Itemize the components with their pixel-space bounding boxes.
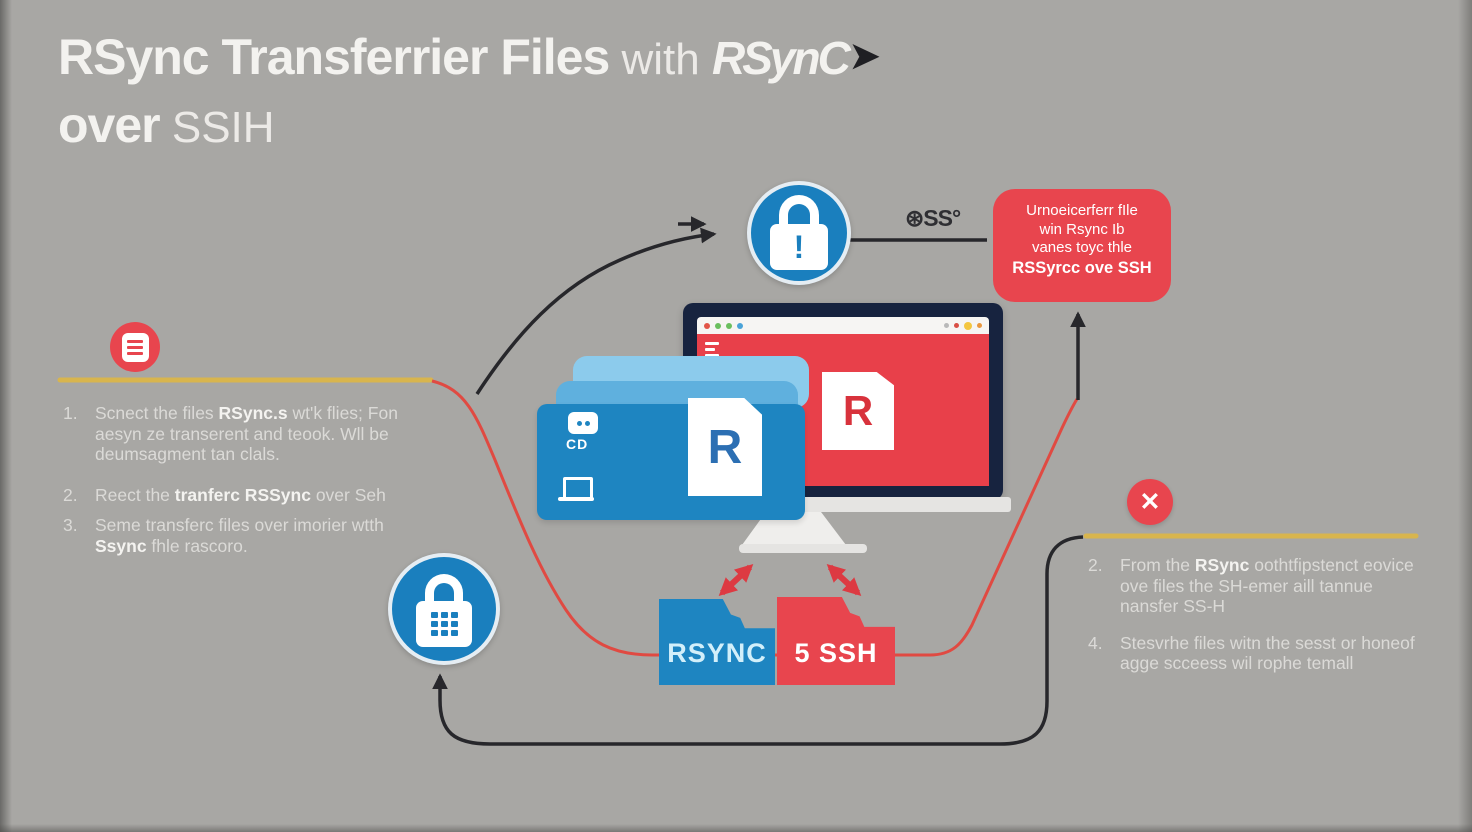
bubble-line: Urnoeicerferr fIle <box>1026 202 1138 219</box>
item-text: Scnect the files RSync.s wt'k flies; Fon… <box>95 403 398 464</box>
document-icon: R <box>688 398 762 496</box>
item-number: 4. <box>1088 632 1103 653</box>
padlock-exclamation-icon: ! <box>747 181 851 285</box>
edge-shade <box>0 824 1472 832</box>
exclamation-glyph: ! <box>793 228 805 265</box>
padlock-keypad-icon <box>388 553 500 665</box>
screen-list-glyph <box>705 342 719 345</box>
cd-icon-label: CD <box>566 436 589 452</box>
list-item: 2. Reect the tranferc RSSync over Seh <box>63 485 435 506</box>
item-text: Seme transferc files over imorier wtth S… <box>95 515 384 556</box>
item-text: Stesvrhe files witn the sesst or honeof … <box>1120 632 1415 674</box>
step-list-left: 1. Scnect the files RSync.s wt'k flies; … <box>63 403 435 576</box>
window-control-icon <box>704 322 710 329</box>
ssh-folder-label: 5 SSH <box>794 638 878 668</box>
list-item: 4. Stesvrhe files witn the sesst or hone… <box>1088 633 1422 674</box>
document-letter: R <box>707 420 743 474</box>
edge-shade <box>1458 0 1472 832</box>
toolbar-icon <box>964 321 972 330</box>
padlock-body <box>416 600 472 647</box>
document-icon: R <box>822 372 894 450</box>
window-control-icon <box>715 322 721 329</box>
item-number: 2. <box>1088 555 1103 575</box>
step-list-right: 2. From the RSync oothtfipstenct eovice … <box>1088 555 1422 694</box>
list-item: 3. Seme transferc files over imorier wtt… <box>63 515 435 556</box>
toolbar-icon <box>954 323 959 328</box>
window-control-icon <box>726 322 732 329</box>
list-item: 2. From the RSync oothtfipstenct eovice … <box>1088 555 1422 617</box>
keypad-grid <box>430 611 458 636</box>
item-number: 3. <box>63 515 78 535</box>
item-text: Reect the tranferc RSSync over Seh <box>95 484 386 505</box>
error-x-icon: ✕ <box>1127 479 1173 525</box>
x-glyph: ✕ <box>1139 487 1161 516</box>
transfer-arrow-left-icon <box>718 563 754 597</box>
red-flow-line <box>431 379 1079 657</box>
rsync-folder-label: RSYNC <box>667 638 767 668</box>
title-main: RSync Transferrier Files <box>58 29 610 85</box>
cd-icon <box>568 412 598 434</box>
toolbar-icon <box>977 323 982 328</box>
server-list-icon <box>110 322 160 372</box>
ssh-chain-icon: ⊛SS° <box>905 205 961 231</box>
padlock-shackle <box>779 194 819 226</box>
title-arrow-icon: ➤ <box>849 35 880 76</box>
bubble-line: win Rsync Ib <box>1039 220 1125 238</box>
title-script: RSynC <box>711 32 851 84</box>
screen-list-glyph <box>705 348 715 351</box>
screen-list-glyph <box>705 354 719 357</box>
title-with: with <box>609 35 712 84</box>
page-title-line2: over SSIH <box>58 96 275 154</box>
black-loop-line <box>432 535 1084 746</box>
title-ssh: SSIH <box>159 103 275 152</box>
laptop-icon-base <box>558 497 594 501</box>
item-number: 2. <box>63 484 78 505</box>
item-number: 1. <box>63 403 78 423</box>
bubble-line: vanes toyc thle <box>1031 239 1133 256</box>
page-title: RSync Transferrier Files with RSynC➤ <box>58 28 880 86</box>
padlock-shackle <box>425 573 463 603</box>
black-curve-to-lock <box>475 227 717 395</box>
document-letter: R <box>842 387 874 434</box>
edge-shade <box>0 0 12 832</box>
bubble-bold-line: RSSyrcc ove SSH <box>1012 258 1152 277</box>
list-item: 1. Scnect the files RSync.s wt'k flies; … <box>63 403 435 465</box>
window-control-icon <box>737 322 743 329</box>
monitor-base <box>739 544 867 553</box>
item-text: From the RSync oothtfipstenct eovice ove… <box>1120 555 1414 616</box>
transfer-arrow-right-icon <box>826 563 862 597</box>
toolbar-icon <box>944 323 949 328</box>
title-over: over <box>58 97 161 153</box>
callout-bubble: Urnoeicerferr fIle win Rsync Ib vanes to… <box>993 189 1171 302</box>
padlock-body: ! <box>770 223 828 270</box>
browser-toolbar <box>697 317 989 334</box>
server-glyph <box>121 332 149 362</box>
monitor-hinge <box>802 497 1011 512</box>
